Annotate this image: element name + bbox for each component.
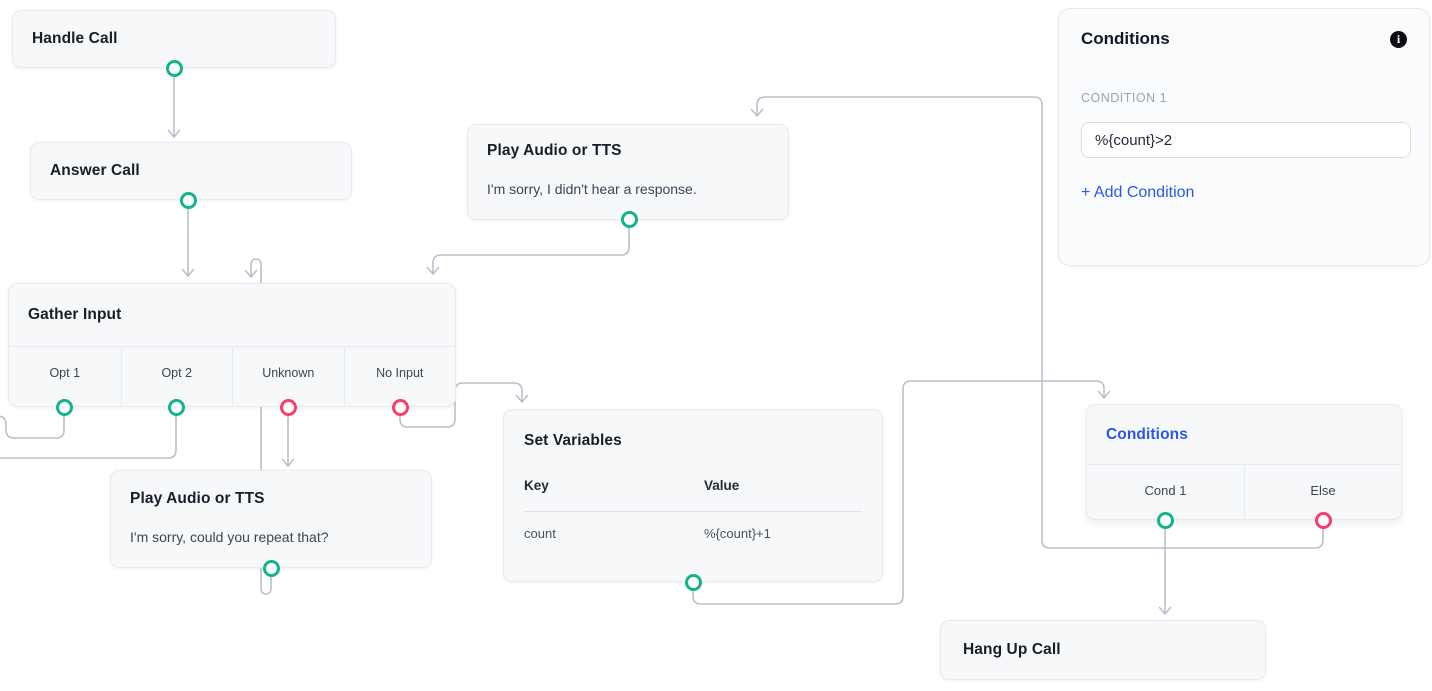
port-gather-opt-1[interactable] xyxy=(55,398,73,416)
edge-opt2-offscreen-left xyxy=(0,406,177,459)
conditions-branches: Cond 1 Else xyxy=(1087,464,1401,520)
node-handle-call[interactable]: Handle Call xyxy=(12,10,336,68)
port-conditions-cond-1[interactable] xyxy=(1156,511,1174,529)
port-gather-unknown[interactable] xyxy=(279,398,297,416)
gather-input-branches: Opt 1 Opt 2 Unknown No Input xyxy=(9,346,455,407)
node-conditions-title: Conditions xyxy=(1106,425,1188,443)
node-gather-input-header: Gather Input xyxy=(9,284,455,346)
branch-opt-1: Opt 1 xyxy=(49,365,81,380)
node-play-audio-no-response-message: I'm sorry, I didn't hear a response. xyxy=(487,181,697,197)
branch-cond-1: Cond 1 xyxy=(1144,482,1187,498)
column-key-label: Key xyxy=(524,478,549,493)
node-play-audio-repeat-message: I'm sorry, could you repeat that? xyxy=(130,529,329,545)
node-play-audio-no-response-title: Play Audio or TTS xyxy=(487,142,622,159)
port-gather-no-input[interactable] xyxy=(391,398,409,416)
node-conditions-header: Conditions xyxy=(1087,405,1401,464)
conditions-inspector-panel: Conditions i CONDITION 1 + Add Condition xyxy=(1058,8,1430,266)
node-play-audio-no-response[interactable]: Play Audio or TTS I'm sorry, I didn't he… xyxy=(467,124,789,220)
set-variables-row: count %{count}+1 xyxy=(524,526,862,541)
node-hang-up-call[interactable]: Hang Up Call xyxy=(940,620,1266,680)
variable-key: count xyxy=(524,526,556,541)
node-set-variables-title: Set Variables xyxy=(524,432,622,449)
port-answer-call-out[interactable] xyxy=(179,191,197,209)
node-set-variables[interactable]: Set Variables Key Value count %{count}+1 xyxy=(503,409,883,582)
node-play-audio-repeat[interactable]: Play Audio or TTS I'm sorry, could you r… xyxy=(110,470,432,568)
panel-header: Conditions i xyxy=(1081,29,1407,49)
node-handle-call-title: Handle Call xyxy=(32,30,118,47)
branch-opt-2: Opt 2 xyxy=(120,347,233,407)
condition-1-label: CONDITION 1 xyxy=(1081,91,1168,105)
port-play-audio-no-response-out[interactable] xyxy=(620,210,638,228)
node-conditions[interactable]: Conditions Cond 1 Else xyxy=(1086,404,1402,520)
node-gather-input[interactable]: Gather Input Opt 1 Opt 2 Unknown No Inpu… xyxy=(8,283,456,407)
variable-value: %{count}+1 xyxy=(704,526,771,541)
table-divider xyxy=(524,511,862,512)
condition-1-input[interactable] xyxy=(1081,122,1411,158)
node-answer-call[interactable]: Answer Call xyxy=(30,142,352,200)
edge-opt1-offscreen-left xyxy=(0,406,65,439)
edge-set-variables-to-conditions xyxy=(692,380,1111,605)
port-handle-call-out[interactable] xyxy=(165,59,183,77)
node-hang-up-call-title: Hang Up Call xyxy=(963,641,1061,658)
node-gather-input-title: Gather Input xyxy=(28,306,122,323)
panel-title: Conditions xyxy=(1081,29,1170,48)
edge-play-audio-no-response-to-gather-input xyxy=(426,218,630,275)
add-condition-link[interactable]: + Add Condition xyxy=(1081,184,1195,201)
port-set-variables-out[interactable] xyxy=(684,573,702,591)
edge-no-input-to-set-variables xyxy=(399,382,529,428)
branch-else: Else xyxy=(1244,465,1401,520)
node-play-audio-repeat-title: Play Audio or TTS xyxy=(130,490,265,507)
set-variables-table-header: Key Value xyxy=(524,478,862,493)
column-value-label: Value xyxy=(704,478,740,493)
port-gather-opt-2[interactable] xyxy=(167,398,185,416)
edge-play-audio-repeat-to-gather-input-loop xyxy=(244,258,272,595)
edge-else-to-play-audio-no-response-loop xyxy=(750,96,1324,549)
branch-no-input: No Input xyxy=(343,347,456,407)
port-conditions-else[interactable] xyxy=(1314,511,1332,529)
branch-unknown: Unknown xyxy=(232,347,344,407)
port-play-audio-repeat-out[interactable] xyxy=(262,559,280,577)
info-icon[interactable]: i xyxy=(1390,30,1407,48)
node-answer-call-title: Answer Call xyxy=(50,162,140,179)
